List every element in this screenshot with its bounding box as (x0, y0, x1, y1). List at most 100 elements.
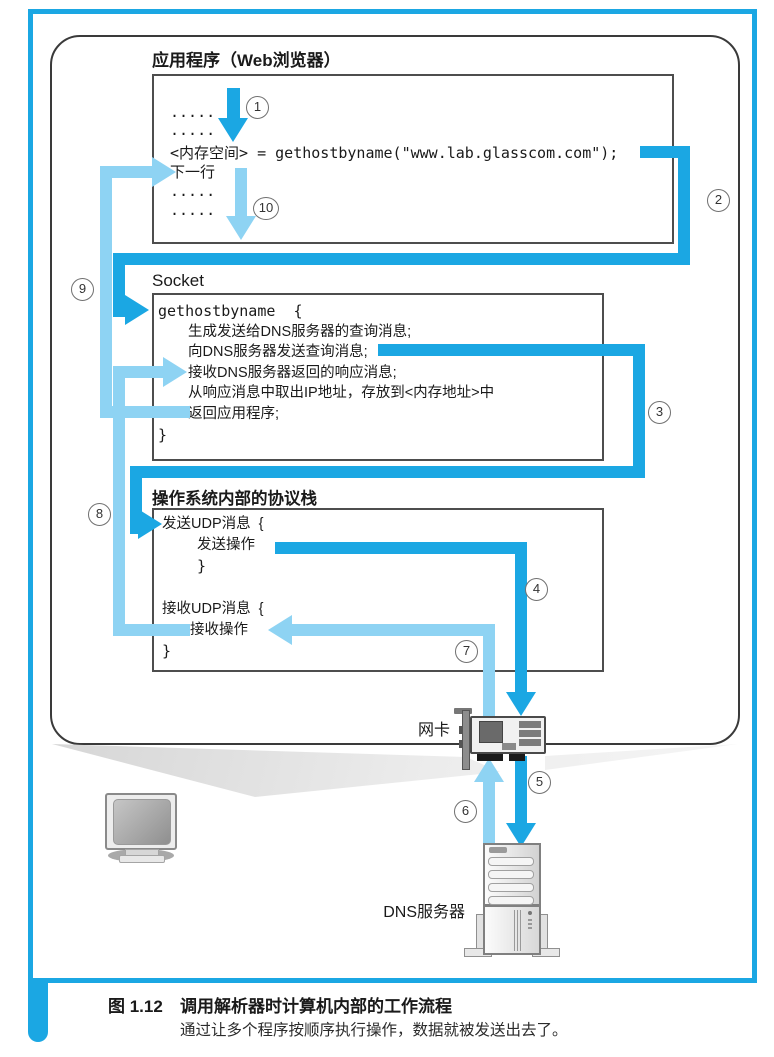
figure-subtitle: 通过让多个程序按顺序执行操作，数据就被发送出去了。 (180, 1022, 568, 1039)
server-bay (488, 896, 534, 905)
figure-number: 图 1.12 (108, 997, 163, 1016)
protocol-line: 发送UDP消息 { (162, 516, 264, 532)
arrow-10-segment (235, 168, 247, 218)
arrow-8-segment (113, 366, 125, 636)
figure-title: 调用解析器时计算机内部的工作流程 (180, 997, 452, 1016)
socket-line: 接收DNS服务器返回的响应消息; (188, 364, 397, 381)
protocol-line: 接收操作 (190, 622, 248, 638)
arrow-7-head (268, 615, 292, 645)
socket-code: gethostbyname { 生成发送给DNS服务器的查询消息; 向DNS服务… (158, 301, 494, 445)
nic-edge-connector (477, 754, 503, 761)
server-tick (528, 927, 532, 929)
server-bay (488, 857, 534, 866)
protocol-stack-title: 操作系统内部的协议栈 (152, 490, 317, 508)
arrow-9-head (152, 157, 176, 187)
socket-title: Socket (152, 271, 204, 290)
step-label-8: 8 (88, 503, 111, 526)
protocol-line: 发送操作 (197, 537, 255, 553)
step-label-7: 7 (455, 640, 478, 663)
arrow-6-segment (483, 780, 495, 845)
socket-box (152, 293, 604, 461)
nic-label: 网卡 (417, 722, 450, 739)
caption-accent-bar (28, 978, 48, 1042)
nic-edge-connector (509, 754, 525, 761)
nic-chip (479, 721, 503, 743)
nic-component (519, 730, 541, 737)
socket-line: 从响应消息中取出IP地址，存放到<内存地址>中 (188, 385, 495, 402)
arrow-3-segment (378, 344, 645, 356)
arrow-4-segment (275, 542, 527, 554)
server-bay (488, 870, 534, 879)
arrow-3-head (138, 509, 162, 539)
application-title: 应用程序（Web浏览器） (152, 51, 341, 70)
app-code-next-line: 下一行 (170, 164, 216, 181)
monitor-base (119, 855, 165, 863)
arrow-3-segment (130, 466, 645, 478)
server-grille (517, 910, 518, 951)
arrow-5-segment (515, 756, 527, 826)
server-slot (489, 847, 507, 853)
app-code-gethostbyname-call: <内存空间> = gethostbyname("www.lab.glasscom… (170, 144, 619, 162)
server-bay (488, 883, 534, 892)
arrow-4-segment (515, 542, 527, 698)
arrow-2-head (125, 295, 149, 325)
socket-line: 返回应用程序; (188, 405, 280, 422)
nic-component (502, 743, 516, 750)
protocol-line: 接收UDP消息 { (162, 601, 264, 617)
arrow-1-segment (227, 88, 240, 120)
step-label-4: 4 (525, 578, 548, 601)
outer-frame (28, 9, 757, 983)
arrow-9-segment (100, 166, 112, 418)
nic-component (519, 739, 541, 746)
server-lower-body (483, 905, 541, 955)
arrow-6-head (474, 758, 504, 782)
dns-server-label: DNS服务器 (383, 904, 465, 921)
server-tick (528, 923, 532, 925)
server-led (528, 911, 532, 915)
arrow-10-head (226, 216, 256, 240)
arrow-9-segment (100, 166, 154, 178)
nic-component (519, 721, 541, 728)
arrow-7-segment (292, 624, 495, 636)
protocol-send-block: 发送UDP消息 { 发送操作 } (162, 514, 264, 577)
network-card-icon (452, 706, 552, 772)
socket-line: 向DNS服务器发送查询消息; (188, 344, 368, 361)
step-label-6: 6 (454, 800, 477, 823)
nic-bracket-notch (459, 726, 463, 734)
step-label-3: 3 (648, 401, 671, 424)
app-code-line-2: ..... (170, 121, 216, 139)
socket-line: 生成发送给DNS服务器的查询消息; (188, 323, 412, 340)
arrow-8-head (163, 357, 187, 387)
server-tick (528, 919, 532, 921)
step-label-9: 9 (71, 278, 94, 301)
nic-bracket (462, 710, 470, 770)
arrow-8-segment (113, 624, 190, 636)
app-code-line-1: ..... (170, 103, 216, 121)
dns-server-icon (462, 842, 562, 962)
arrow-2-segment (640, 146, 690, 158)
computer-monitor-icon (105, 793, 185, 868)
socket-line: gethostbyname { (158, 302, 303, 320)
arrow-2-segment (113, 253, 125, 317)
arrow-2-segment (113, 253, 690, 265)
app-code-line-5: ..... (170, 182, 216, 200)
step-label-2: 2 (707, 189, 730, 212)
arrow-9-segment (100, 406, 190, 418)
app-code-line-6: ..... (170, 201, 216, 219)
step-label-10: 10 (253, 197, 279, 220)
nic-bracket-notch (459, 740, 463, 748)
arrow-2-segment (678, 146, 690, 265)
step-label-1: 1 (246, 96, 269, 119)
arrow-4-head (506, 692, 536, 716)
arrow-3-segment (633, 344, 645, 478)
arrow-7-segment (483, 624, 495, 717)
protocol-line: } (162, 642, 172, 660)
protocol-recv-block: 接收UDP消息 { 接收操作 } (162, 599, 264, 662)
server-grille (520, 910, 521, 951)
arrow-8-segment (113, 366, 165, 378)
step-label-5: 5 (528, 771, 551, 794)
arrow-1-head (218, 118, 248, 142)
socket-line: } (158, 425, 168, 444)
server-grille (514, 910, 515, 951)
